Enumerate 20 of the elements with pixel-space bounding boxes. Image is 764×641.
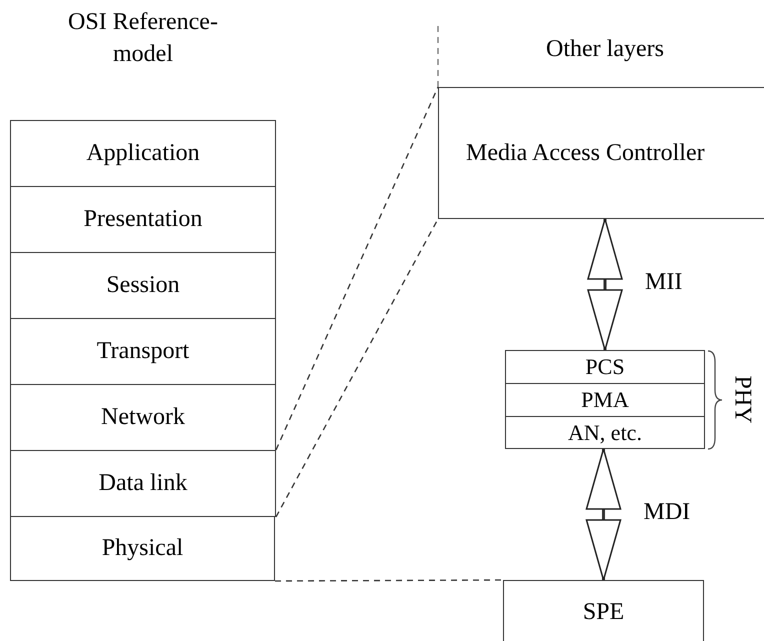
dashed-line: [275, 218, 439, 518]
layer-box: AN, etc.: [505, 416, 705, 449]
group-title: OSI Reference-model: [67, 8, 219, 69]
dashed-line: [275, 86, 439, 450]
double-arrow: [587, 218, 623, 351]
layer-box: PCS: [505, 350, 705, 384]
layer-box: Network: [10, 384, 276, 451]
layer-box: PMA: [505, 383, 705, 417]
layer-box: Transport: [10, 318, 276, 385]
group-title: PHY: [728, 374, 756, 424]
layer-box: Presentation: [10, 186, 276, 253]
section-label: Other layers: [545, 36, 665, 63]
layer-box: Session: [10, 252, 276, 319]
layer-box: Physical: [10, 516, 275, 581]
component-box: Media Access Controller: [438, 87, 764, 219]
double-arrow: [586, 448, 622, 581]
dashed-line: [275, 579, 503, 582]
layer-box: Data link: [10, 450, 276, 517]
layer-box: Application: [10, 120, 276, 187]
component-box: SPE: [503, 580, 704, 641]
